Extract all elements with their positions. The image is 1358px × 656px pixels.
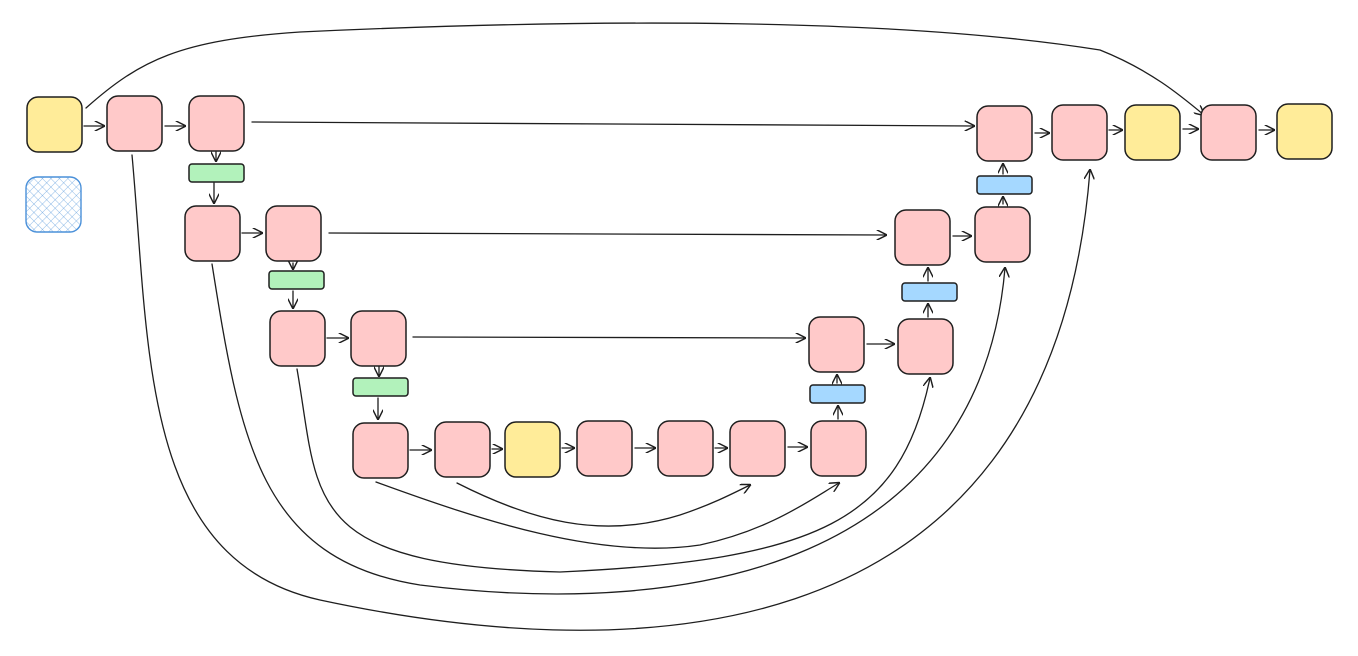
block-enc3-b bbox=[350, 310, 407, 367]
block-out-mid bbox=[1124, 104, 1181, 161]
block-bott-mid bbox=[504, 421, 561, 478]
blocks-layer bbox=[25, 95, 1333, 479]
block-output bbox=[1276, 103, 1333, 160]
block-dec1-b bbox=[1051, 104, 1108, 161]
block-down2 bbox=[268, 270, 325, 290]
block-bott-3 bbox=[576, 420, 633, 477]
block-bott-5 bbox=[729, 420, 786, 477]
block-bott-2 bbox=[434, 421, 491, 478]
connection-bott-2-to-bott-5 bbox=[456, 482, 750, 527]
block-dec3-b bbox=[897, 318, 954, 375]
connection-enc3-b-to-dec3-a bbox=[412, 337, 805, 338]
connection-enc1-a-to-dec1-b bbox=[131, 154, 1090, 631]
connection-input-to-out-conv bbox=[85, 22, 1204, 115]
block-enc2-a bbox=[184, 205, 241, 262]
connection-enc1-b-to-dec1-a bbox=[251, 122, 974, 126]
block-enc3-a bbox=[269, 310, 326, 367]
block-enc2-b bbox=[265, 205, 322, 262]
block-up2 bbox=[901, 282, 958, 302]
connection-enc3-a-to-dec3-b bbox=[296, 368, 930, 573]
block-legend-hatched bbox=[25, 176, 82, 233]
connection-bott-1-to-bott-6 bbox=[375, 481, 839, 549]
block-bott-4 bbox=[657, 420, 714, 477]
block-dec3-a bbox=[808, 316, 865, 373]
connection-enc2-b-to-dec2-a bbox=[328, 233, 886, 235]
block-out-conv bbox=[1200, 104, 1257, 161]
block-dec2-b bbox=[974, 206, 1031, 263]
connection-enc2-a-to-dec2-b bbox=[211, 263, 1005, 595]
block-enc1-b bbox=[188, 95, 245, 152]
block-down1 bbox=[188, 163, 245, 183]
block-up1 bbox=[976, 175, 1033, 195]
block-bott-6 bbox=[810, 420, 867, 477]
block-bott-1 bbox=[352, 422, 409, 479]
block-enc1-a bbox=[106, 95, 163, 152]
block-dec1-a bbox=[976, 105, 1033, 162]
block-up3 bbox=[809, 384, 866, 404]
block-dec2-a bbox=[894, 209, 951, 266]
connections-layer bbox=[83, 22, 1274, 631]
block-input bbox=[26, 96, 83, 153]
block-down3 bbox=[352, 377, 409, 397]
